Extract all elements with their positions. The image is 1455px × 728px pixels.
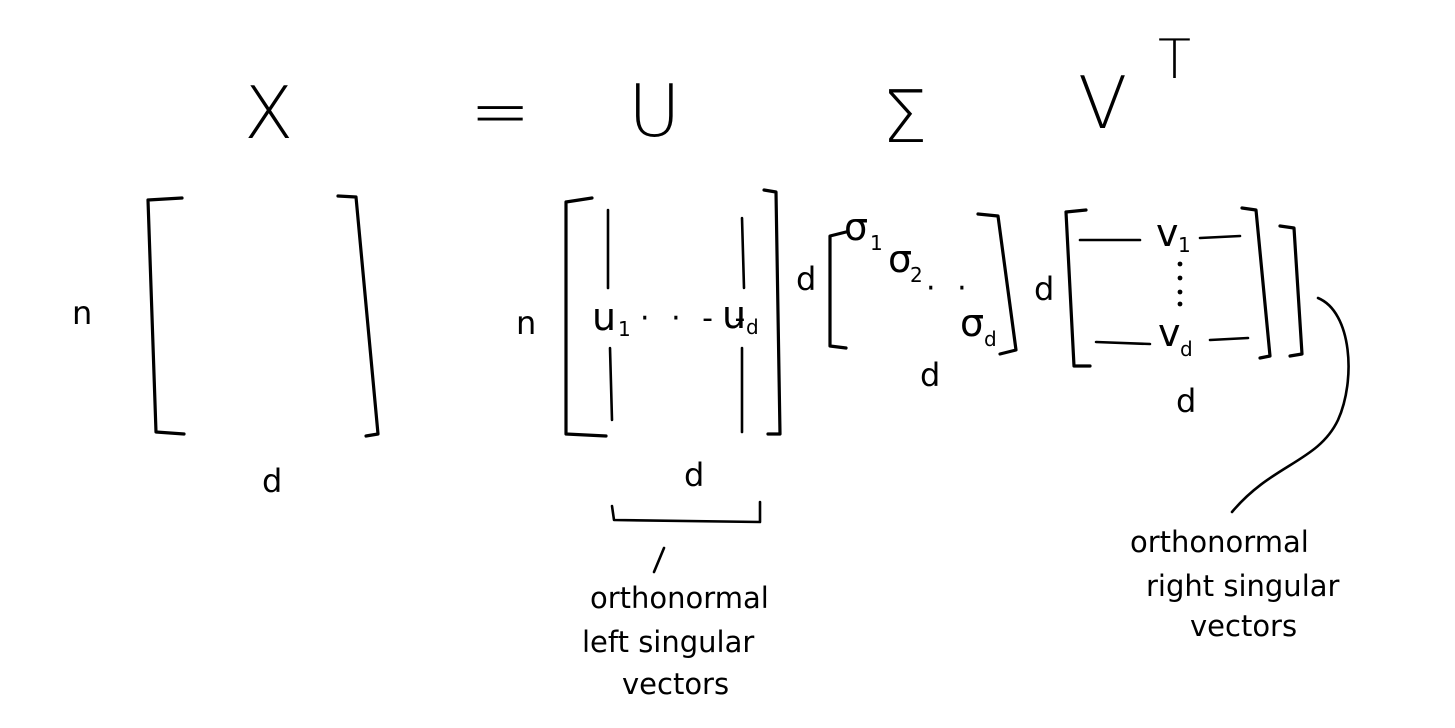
column-line: [740, 216, 746, 290]
matrix-sigma: σ 1 σ 2 · · σ d d d: [796, 205, 1018, 394]
vertical-dot: [1177, 289, 1183, 295]
vd-sub: d: [1180, 337, 1193, 361]
matrix-vt: v 1 v d d d: [1034, 206, 1350, 514]
bracket-left: [1064, 208, 1092, 368]
sigmad-base: σ: [960, 301, 984, 345]
vertical-dot: [1177, 301, 1183, 307]
matrix-x: n d: [72, 194, 380, 500]
vertical-dot: [1177, 261, 1183, 267]
symbol-sigma: Σ: [882, 75, 928, 159]
symbol-x: X: [244, 71, 293, 155]
bracket-right: [1240, 206, 1272, 360]
sigma2-base: σ: [888, 237, 912, 281]
pointer-curve: [1230, 296, 1350, 514]
annotation-line: orthonormal: [1130, 525, 1309, 559]
cols-label: d: [920, 356, 940, 394]
row-line: [1208, 336, 1250, 342]
rows-label: d: [796, 260, 816, 298]
equation: X = U Σ V T: [244, 28, 1191, 159]
sigma2-sub: 2: [910, 263, 923, 287]
underbrace: [610, 500, 762, 524]
sigma-ellipsis: · ·: [926, 271, 973, 306]
annotation-line: right singular: [1146, 569, 1340, 603]
u1-base: u: [592, 295, 616, 339]
sigma1-sub: 1: [870, 231, 883, 255]
cols-label: d: [684, 456, 704, 494]
v1-sub: 1: [1178, 233, 1191, 257]
annotation-line: vectors: [622, 667, 729, 701]
rows-label: d: [1034, 270, 1054, 308]
bracket-left: [146, 196, 186, 436]
symbol-transpose: T: [1158, 28, 1191, 91]
rows-label: n: [516, 304, 536, 342]
bracket-right: [976, 212, 1018, 356]
symbol-v: V: [1078, 61, 1127, 145]
ud-sub: d: [746, 315, 759, 339]
annotation-line: vectors: [1190, 609, 1297, 643]
annotation-right: orthonormal right singular vectors: [1130, 525, 1340, 643]
u1-sub: 1: [618, 317, 631, 341]
pointer-line: [652, 546, 666, 574]
vd-base: v: [1158, 311, 1181, 355]
cols-label: d: [262, 462, 282, 500]
rows-label: n: [72, 294, 92, 332]
bracket-right: [762, 188, 782, 436]
annotation-left: orthonormal left singular vectors: [582, 581, 769, 701]
sigmad-sub: d: [984, 327, 997, 351]
ud-base: u: [722, 293, 746, 337]
bracket-left: [828, 230, 848, 350]
sigma1-base: σ: [844, 205, 868, 249]
symbol-equals: =: [470, 69, 530, 153]
v1-base: v: [1156, 211, 1179, 255]
symbol-u: U: [628, 69, 681, 153]
row-line: [1198, 234, 1242, 240]
cols-label: d: [1176, 382, 1196, 420]
matrix-u: u 1 · · - - u d n d: [516, 188, 782, 574]
outer-bracket: [1278, 224, 1304, 358]
u-ellipsis: · · - -: [640, 301, 751, 336]
row-line: [1094, 340, 1152, 346]
annotation-line: left singular: [582, 625, 754, 659]
bracket-right: [336, 194, 380, 438]
bracket-left: [564, 196, 608, 438]
annotation-line: orthonormal: [590, 581, 769, 615]
column-line: [608, 346, 614, 422]
vertical-dot: [1177, 275, 1183, 281]
